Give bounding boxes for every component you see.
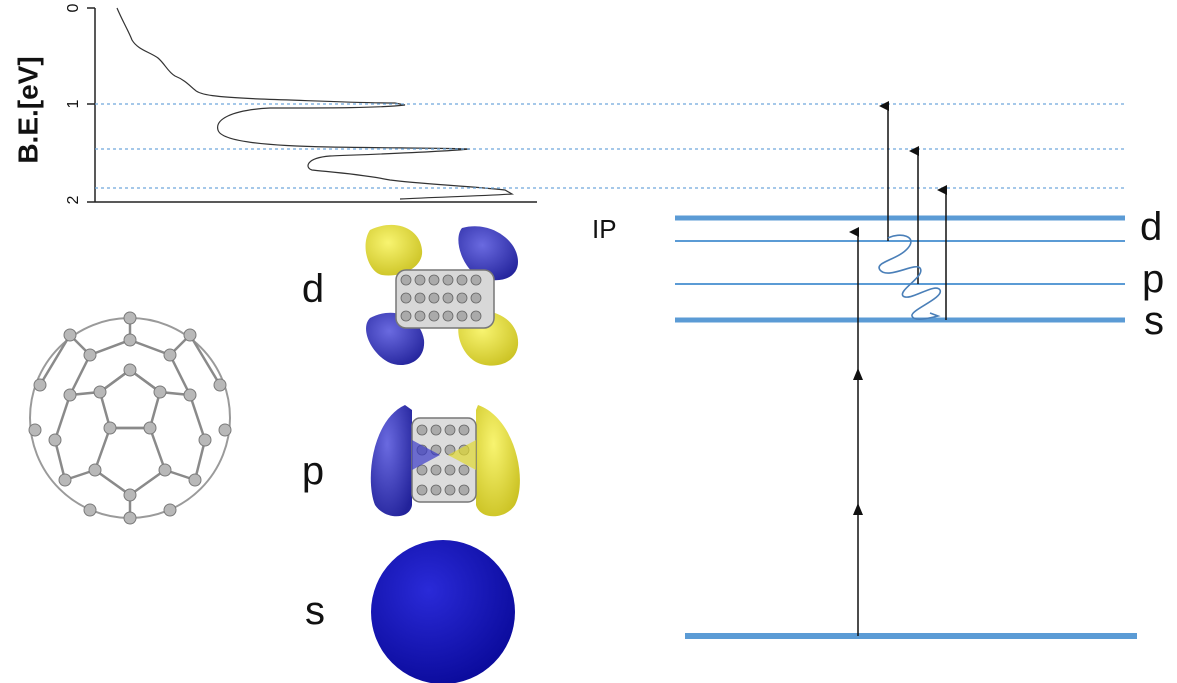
orbital-label-d: d bbox=[302, 267, 324, 311]
s-orbital-image bbox=[371, 540, 515, 683]
level-label-d: d bbox=[1140, 205, 1162, 249]
excitation-arrows bbox=[849, 101, 947, 636]
spectrum-y-label: B.E.[eV] bbox=[12, 56, 43, 163]
spectrum-panel: 0 1 2 B.E.[eV] bbox=[12, 3, 537, 204]
spectrum-tick-label-0: 0 bbox=[65, 3, 82, 12]
orbital-label-p: p bbox=[302, 449, 324, 493]
ladder-arrowhead-1 bbox=[853, 503, 863, 515]
spectrum-tick-label-1: 1 bbox=[65, 99, 82, 108]
level-label-p: p bbox=[1142, 257, 1164, 301]
energy-levels bbox=[675, 215, 1137, 639]
fullerene-molecule bbox=[28, 311, 232, 525]
d-orbital-image bbox=[365, 224, 519, 366]
spectrum-tick-label-2: 2 bbox=[65, 195, 82, 204]
level-label-ip: IP bbox=[592, 214, 617, 244]
relaxation-wavy-line bbox=[878, 234, 941, 320]
guide-lines bbox=[95, 103, 1125, 189]
orbital-label-s: s bbox=[305, 589, 325, 633]
spectrum-curve bbox=[116, 7, 515, 200]
ladder-arrowhead-2 bbox=[853, 368, 863, 380]
p-orbital-image bbox=[370, 405, 520, 517]
level-label-s: s bbox=[1144, 299, 1164, 343]
